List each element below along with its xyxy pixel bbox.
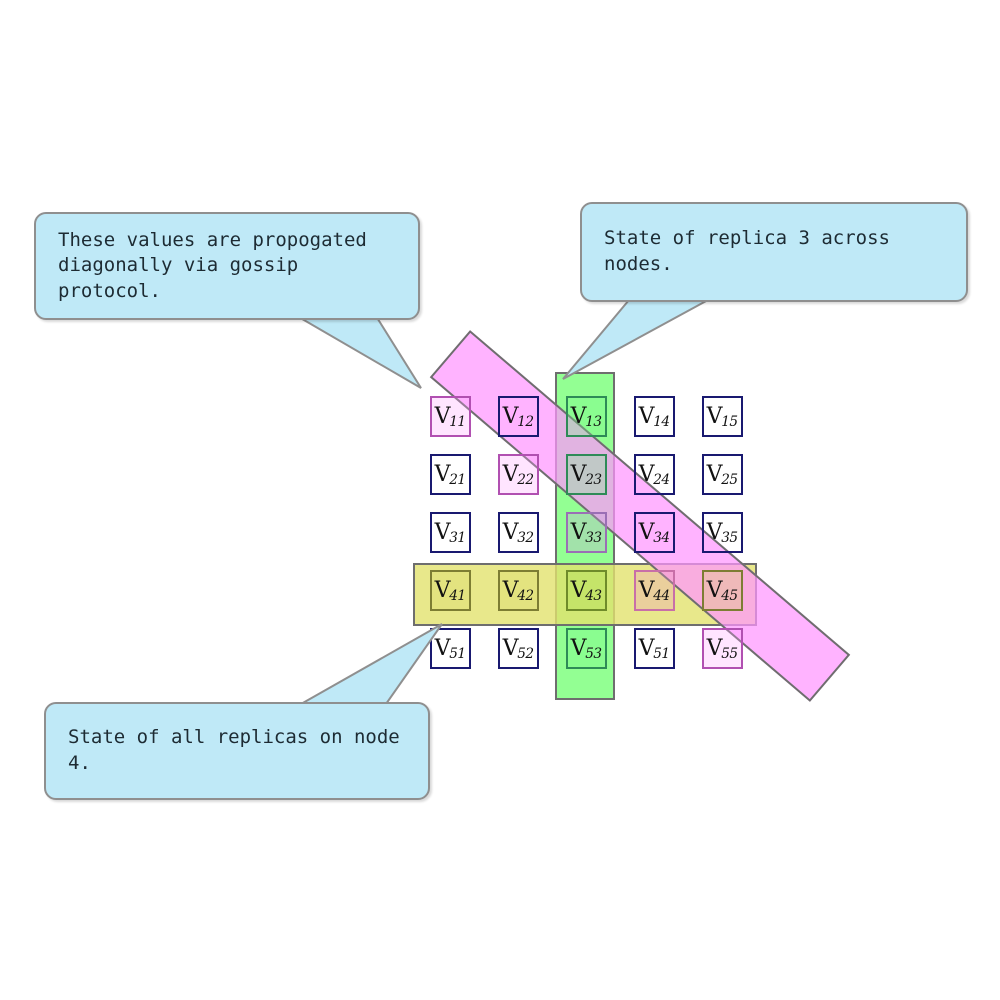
grid-cell-v21: V21 [430, 454, 471, 495]
grid-cell-subscript: 45 [721, 588, 738, 605]
grid-cell-subscript: 22 [517, 472, 534, 489]
grid-cell-v41: V41 [430, 570, 471, 611]
callout-column-text: State of replica 3 across nodes. [604, 227, 890, 275]
grid-cell-subscript: 41 [449, 588, 466, 605]
grid-cell-label: V31 [434, 519, 466, 547]
grid-cell-subscript: 33 [585, 530, 602, 547]
grid-cell-subscript: 15 [721, 414, 738, 431]
grid-cell-label: V44 [638, 577, 670, 605]
grid-cell-subscript: 31 [449, 530, 466, 547]
grid-cell-label: V21 [434, 461, 466, 489]
grid-cell-v25: V25 [702, 454, 743, 495]
grid-cell-label: V13 [570, 403, 602, 431]
grid-cell-v33: V33 [566, 512, 607, 553]
grid-cell-v23: V23 [566, 454, 607, 495]
grid-cell-subscript: 32 [517, 530, 534, 547]
grid-cell-label: V55 [706, 635, 738, 663]
grid-cell-label: V22 [502, 461, 534, 489]
grid-cell-label: V15 [706, 403, 738, 431]
grid-cell-subscript: 25 [721, 472, 738, 489]
grid-cell-label: V11 [434, 403, 466, 431]
grid-cell-v44: V44 [634, 570, 675, 611]
grid-cell-subscript: 21 [449, 472, 466, 489]
callout-column: State of replica 3 across nodes. [580, 202, 968, 302]
grid-cell-subscript: 44 [653, 588, 670, 605]
grid-cell-v12: V12 [498, 396, 539, 437]
grid-cell-label: V43 [570, 577, 602, 605]
grid-cell-label: V33 [570, 519, 602, 547]
grid-cell-subscript: 35 [721, 530, 738, 547]
grid-cell-label: V35 [706, 519, 738, 547]
grid-cell-v32: V32 [498, 512, 539, 553]
grid-cell-v15: V15 [702, 396, 743, 437]
grid-cell-subscript: 34 [653, 530, 670, 547]
callout-row-text: State of all replicas on node 4. [68, 726, 400, 774]
grid-cell-label: V24 [638, 461, 670, 489]
grid-cell-subscript: 51 [449, 646, 466, 663]
grid-cell-subscript: 14 [653, 414, 670, 431]
grid-cell-label: V25 [706, 461, 738, 489]
grid-cell-v11: V11 [430, 396, 471, 437]
grid-cell-subscript: 52 [517, 646, 534, 663]
grid-cell-subscript: 51 [653, 646, 670, 663]
grid-cell-subscript: 55 [721, 646, 738, 663]
grid-cell-v53: V53 [566, 628, 607, 669]
callout-diagonal-text: These values are propogated diagonally v… [58, 228, 367, 302]
grid-cell-label: V42 [502, 577, 534, 605]
grid-cell-v51: V51 [634, 628, 675, 669]
grid-cell-v14: V14 [634, 396, 675, 437]
grid-cell-v34: V34 [634, 512, 675, 553]
grid-cell-v51: V51 [430, 628, 471, 669]
grid-cell-v35: V35 [702, 512, 743, 553]
grid-cell-v52: V52 [498, 628, 539, 669]
grid-cell-label: V23 [570, 461, 602, 489]
grid-cell-label: V45 [706, 577, 738, 605]
grid-cell-subscript: 42 [517, 588, 534, 605]
grid-cell-subscript: 11 [449, 414, 466, 431]
grid-cell-v42: V42 [498, 570, 539, 611]
grid-cell-subscript: 13 [585, 414, 602, 431]
grid-cell-subscript: 24 [653, 472, 670, 489]
grid-cell-v24: V24 [634, 454, 675, 495]
grid-cell-label: V14 [638, 403, 670, 431]
grid-cell-label: V51 [434, 635, 466, 663]
grid-cell-v55: V55 [702, 628, 743, 669]
callout-row: State of all replicas on node 4. [44, 702, 430, 800]
grid-cell-label: V32 [502, 519, 534, 547]
grid-cell-label: V34 [638, 519, 670, 547]
callout-diagonal: These values are propogated diagonally v… [34, 212, 420, 320]
grid-cell-label: V52 [502, 635, 534, 663]
grid-cell-v45: V45 [702, 570, 743, 611]
grid-cell-label: V41 [434, 577, 466, 605]
grid-cell-subscript: 12 [517, 414, 534, 431]
grid-cell-label: V12 [502, 403, 534, 431]
grid-cell-label: V51 [638, 635, 670, 663]
grid-cell-subscript: 53 [585, 646, 602, 663]
grid-cell-v22: V22 [498, 454, 539, 495]
grid-cell-v13: V13 [566, 396, 607, 437]
grid-cell-subscript: 43 [585, 588, 602, 605]
grid-cell-v31: V31 [430, 512, 471, 553]
grid-cell-subscript: 23 [585, 472, 602, 489]
grid-cell-v43: V43 [566, 570, 607, 611]
grid-cell-label: V53 [570, 635, 602, 663]
